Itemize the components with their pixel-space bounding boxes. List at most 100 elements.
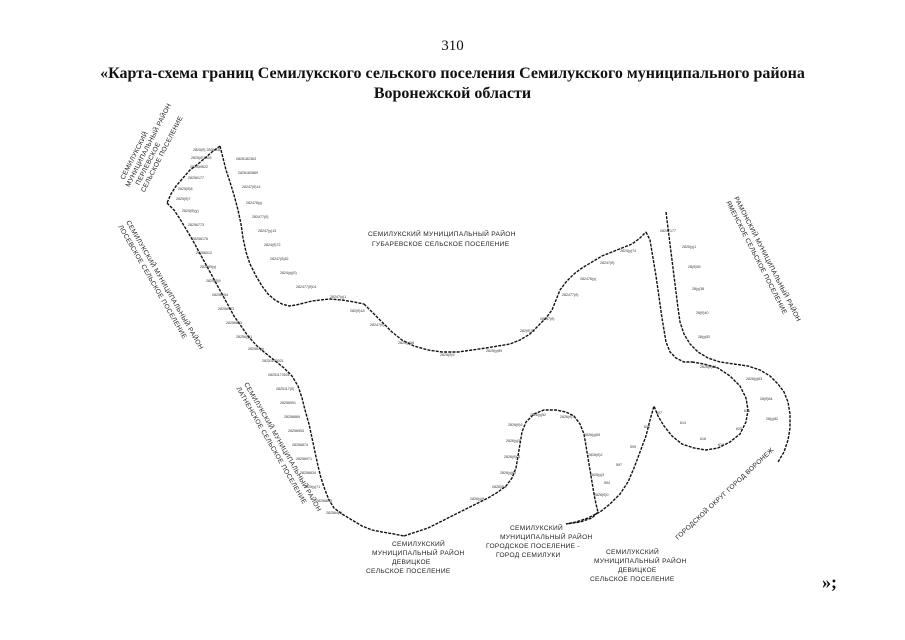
svg-text:28(у)52: 28(у)52 [698,335,710,339]
svg-text:2825(у)1: 2825(у)1 [682,245,696,249]
title-line-1: «Карта-схема границ Семилукского сельско… [100,65,805,82]
svg-text:2825(б) 2826005: 2825(б) 2826005 [193,148,220,152]
svg-text:28256773: 28256773 [188,223,204,227]
svg-text:597: 597 [616,463,622,467]
boundary-north-middle [363,231,647,353]
svg-text:2826(б)0: 2826(б)0 [594,493,608,497]
svg-text:СЕЛЬСКОЕ ПОСЕЛЕНИЕ: СЕЛЬСКОЕ ПОСЕЛЕНИЕ [366,568,451,575]
point-labels-west: 2825(б) 2826005 2825(б)2859 282559622 28… [176,148,342,515]
svg-text:28247(б)14: 28247(б)14 [242,185,260,189]
svg-text:2825(у)56: 2825(у)56 [398,341,414,345]
map-title: «Карта-схема границ Семилукского сельско… [80,64,825,104]
svg-text:282567(у): 282567(у) [248,347,264,351]
svg-text:ГОРОДСКОЙ ОКРУГ ГОРОД ВОРОНЕЖ: ГОРОДСКОЙ ОКРУГ ГОРОД ВОРОНЕЖ [673,445,775,541]
svg-text:616: 616 [700,437,706,441]
svg-text:2826(б)4: 2826(б)4 [492,485,506,489]
svg-text:28247(у)1: 28247(у)1 [330,295,346,299]
svg-text:282559622: 282559622 [190,165,208,169]
svg-text:ГУБАРЕВСКОЕ СЕЛЬСКОЕ ПОСЕЛЕНИЕ: ГУБАРЕВСКОЕ СЕЛЬСКОЕ ПОСЕЛЕНИЕ [372,241,510,248]
label-devitskoe-1: СЕМИЛУКСКИЙ МУНИЦИПАЛЬНЫЙ РАЙОН ДЕВИЦКОЕ… [366,539,465,575]
svg-text:2826(б)01: 2826(б)01 [504,455,520,459]
svg-text:28256054: 28256054 [212,293,228,297]
label-gubarevskoe: СЕМИЛУКСКИЙ МУНИЦИПАЛЬНЫЙ РАЙОН ГУБАРЕВС… [368,229,516,248]
svg-text:28256971: 28256971 [296,457,312,461]
boundary-east-detached [665,211,791,463]
boundary-southeast [565,361,749,525]
svg-text:2826(у)3: 2826(у)3 [590,473,604,477]
svg-text:ДЕВИЦКОЕ: ДЕВИЦКОЕ [392,559,431,566]
svg-text:ЛОСЕВСКОЕ СЕЛЬСКОЕ ПОСЕЛЕНИЕ: ЛОСЕВСКОЕ СЕЛЬСКОЕ ПОСЕЛЕНИЕ [116,224,187,341]
svg-text:2826182363: 2826182363 [236,157,256,161]
svg-text:28247(б): 28247(б) [370,323,384,327]
svg-text:2826(у)61: 2826(у)61 [500,471,516,475]
svg-text:МУНИЦИПАЛЬНЫЙ РАЙОН: МУНИЦИПАЛЬНЫЙ РАЙОН [372,548,465,557]
boundary-south-inner [403,409,599,537]
svg-text:2826182869: 2826182869 [238,171,258,175]
svg-text:ГОРОД СЕМИЛУКИ: ГОРОД СЕМИЛУКИ [496,552,561,559]
svg-text:28256953: 28256953 [218,307,234,311]
svg-text:28(у)38: 28(у)38 [692,287,704,291]
boundary-east-north [645,231,692,363]
svg-text:28247(б): 28247(б) [600,261,614,265]
svg-text:2826(у)3: 2826(у)3 [506,439,520,443]
svg-text:2825(у)89: 2825(у)89 [486,349,502,353]
svg-text:28247(б)62: 28247(б)62 [270,257,288,261]
svg-text:594: 594 [604,481,610,485]
svg-text:2825(у)71: 2825(у)71 [304,485,320,489]
point-labels-south: 2826(у)9 2826(б)4 2826(у)61 2826(б)01 28… [470,411,662,501]
svg-text:28256834: 28256834 [300,471,316,475]
svg-text:ГОРОДСКОЕ ПОСЕЛЕНИЕ -: ГОРОДСКОЕ ПОСЕЛЕНИЕ - [486,543,580,550]
point-labels-north: 2826182363 2826182869 28247(б)14 282476(… [236,157,636,357]
svg-text:28251173001: 28251173001 [268,373,290,377]
svg-text:СЕМИЛУКСКИЙ: СЕМИЛУКСКИЙ [392,539,445,548]
svg-text:618: 618 [718,443,724,447]
label-voronezh: ГОРОДСКОЙ ОКРУГ ГОРОД ВОРОНЕЖ [673,445,775,541]
svg-text:282477(б): 282477(б) [252,215,268,219]
svg-text:282(б)18: 282(б)18 [350,309,364,313]
svg-text:2826(б)21: 2826(б)21 [700,365,716,369]
svg-text:2826(у)9: 2826(у)9 [470,497,484,501]
svg-text:28(б)55: 28(б)55 [688,265,700,269]
label-devitskoe-2: СЕМИЛУКСКИЙ МУНИЦИПАЛЬНЫЙ РАЙОН ДЕВИЦКОЕ… [590,547,687,583]
svg-text:614: 614 [680,421,686,425]
svg-text:282599(у): 282599(у) [200,265,216,269]
svg-text:2824(б)72: 2824(б)72 [264,243,280,247]
svg-text:28247(у)13: 28247(у)13 [258,229,276,233]
svg-text:28256843: 28256843 [226,321,242,325]
svg-text:28(б)40: 28(б)40 [696,311,708,315]
boundary-west-mid [166,202,405,537]
page-number: 310 [441,38,464,54]
svg-text:28256177: 28256177 [188,176,204,180]
closing-mark: »; [822,572,837,592]
svg-text:2825(б)8: 2825(б)8 [178,187,192,191]
label-perlevskoe: СЕМИЛУКСКИЙ МУНИЦИПАЛЬНЫЙ РАЙОН ПЕРЛЕВСК… [118,102,185,194]
svg-text:2825(б)(у): 2825(б)(у) [182,209,199,213]
svg-text:2826(б)7: 2826(б)7 [560,415,574,419]
svg-text:599: 599 [630,445,636,449]
svg-text:2825117(б): 2825117(б) [276,387,294,391]
svg-text:2825(б)9: 2825(б)9 [440,353,454,357]
svg-text:28256873: 28256873 [316,499,332,503]
svg-text:СЕЛЬСКОЕ ПОСЕЛЕНИЕ: СЕЛЬСКОЕ ПОСЕЛЕНИЕ [590,576,675,583]
svg-text:631: 631 [744,409,750,413]
svg-text:СЕМИЛУКСКИЙ МУНИЦИПАЛЬНЫЙ РАЙО: СЕМИЛУКСКИЙ МУНИЦИПАЛЬНЫЙ РАЙОН [368,229,516,238]
svg-text:28247177: 28247177 [660,229,676,233]
svg-text:28256176: 28256176 [192,237,208,241]
svg-text:28256(у)1: 28256(у)1 [236,335,252,339]
svg-text:28256991: 28256991 [280,401,296,405]
point-labels-east: 28247177 2825(у)1 28(б)55 28(у)38 28(б)4… [660,229,778,447]
svg-text:2824(у)(б): 2824(у)(б) [280,271,297,275]
label-ramonsky: РАМОНСКИЙ МУНИЦИПАЛЬНЫЙ РАЙОН ЯМЕНСКОЕ С… [724,195,803,323]
svg-text:ЯМЕНСКОЕ СЕЛЬСКОЕ ПОСЕЛЕНИЕ: ЯМЕНСКОЕ СЕЛЬСКОЕ ПОСЕЛЕНИЕ [724,200,788,316]
svg-text:2826(у)52: 2826(у)52 [530,413,546,417]
svg-text:28256869: 28256869 [284,415,300,419]
svg-text:28251173021: 28251173021 [262,359,284,363]
boundary-west-upper [219,145,365,307]
svg-text:2826(у)63: 2826(у)63 [746,377,762,381]
svg-text:282476(у): 282476(у) [580,277,596,281]
svg-text:МУНИЦИПАЛЬНЫЙ РАЙОН: МУНИЦИПАЛЬНЫЙ РАЙОН [594,556,687,565]
svg-text:ДЕВИЦКОЕ: ДЕВИЦКОЕ [618,567,657,574]
title-line-2: Воронежской области [373,85,532,102]
svg-text:28256874: 28256874 [292,443,308,447]
svg-text:28(б)84: 28(б)84 [760,397,772,401]
